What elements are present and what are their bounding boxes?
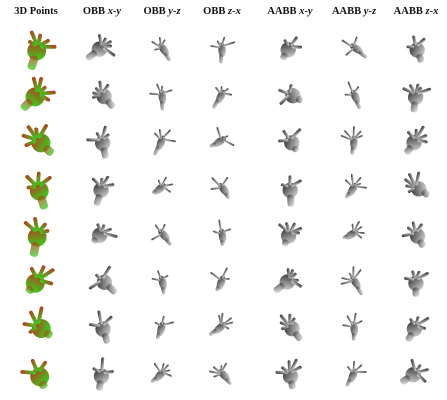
hand-depth-projection-image [326,165,382,209]
hand-depth-projection-image [262,304,318,348]
hand-depth-projection-image [388,304,444,348]
hand-depth-projection-image [388,118,444,162]
header-obb-zx: OBB z-x [192,6,252,17]
hand-depth-projection-image [194,165,250,209]
hand-point-cloud-image [10,72,66,116]
hand-depth-projection-image [74,351,130,395]
hand-depth-projection-image [134,258,190,302]
header-aabb-yz: AABB y-z [322,6,386,17]
hand-depth-projection-image [326,258,382,302]
hand-depth-projection-image [134,211,190,255]
hand-depth-projection-image [74,118,130,162]
hand-image-grid [0,24,447,400]
hand-depth-projection-image [134,25,190,69]
hand-depth-projection-image [326,304,382,348]
hand-depth-projection-image [262,72,318,116]
hand-depth-projection-image [262,165,318,209]
column-header-row: 3D Points OBB x-y OBB y-z OBB z-x AABB x… [0,6,447,24]
hand-point-cloud-image [10,25,66,69]
hand-depth-projection-image [262,351,318,395]
hand-depth-projection-image [74,258,130,302]
hand-depth-projection-image [134,351,190,395]
hand-depth-projection-image [388,211,444,255]
hand-point-cloud-image [10,211,66,255]
hand-depth-projection-image [262,211,318,255]
hand-depth-projection-image [194,258,250,302]
header-3d-points: 3D Points [8,6,64,17]
hand-depth-projection-image [326,211,382,255]
hand-depth-projection-image [194,304,250,348]
hand-depth-projection-image [194,72,250,116]
hand-depth-projection-image [134,165,190,209]
hand-depth-projection-image [74,304,130,348]
hand-depth-projection-image [388,351,444,395]
hand-depth-projection-image [74,25,130,69]
hand-depth-projection-image [194,211,250,255]
hand-point-cloud-image [10,165,66,209]
hand-depth-projection-image [134,304,190,348]
hand-point-cloud-image [10,118,66,162]
hand-depth-projection-image [194,25,250,69]
hand-depth-projection-image [326,72,382,116]
hand-point-cloud-image [10,304,66,348]
hand-depth-projection-image [134,118,190,162]
hand-depth-projection-image [74,165,130,209]
hand-depth-projection-image [388,258,444,302]
hand-depth-projection-image [74,211,130,255]
hand-depth-projection-image [388,25,444,69]
hand-depth-projection-image [194,118,250,162]
header-obb-xy: OBB x-y [72,6,132,17]
hand-depth-projection-image [262,258,318,302]
hand-depth-projection-image [194,351,250,395]
hand-depth-projection-image [388,72,444,116]
header-obb-yz: OBB y-z [132,6,192,17]
hand-depth-projection-image [262,25,318,69]
header-aabb-zx: AABB z-x [384,6,447,17]
hand-depth-projection-image [326,25,382,69]
hand-depth-projection-image [326,118,382,162]
hand-point-cloud-image [10,258,66,302]
hand-depth-projection-image [74,72,130,116]
hand-depth-projection-image [388,165,444,209]
hand-depth-projection-image [326,351,382,395]
hand-depth-projection-image [262,118,318,162]
header-aabb-xy: AABB x-y [258,6,322,17]
hand-point-cloud-image [10,351,66,395]
hand-depth-projection-image [134,72,190,116]
